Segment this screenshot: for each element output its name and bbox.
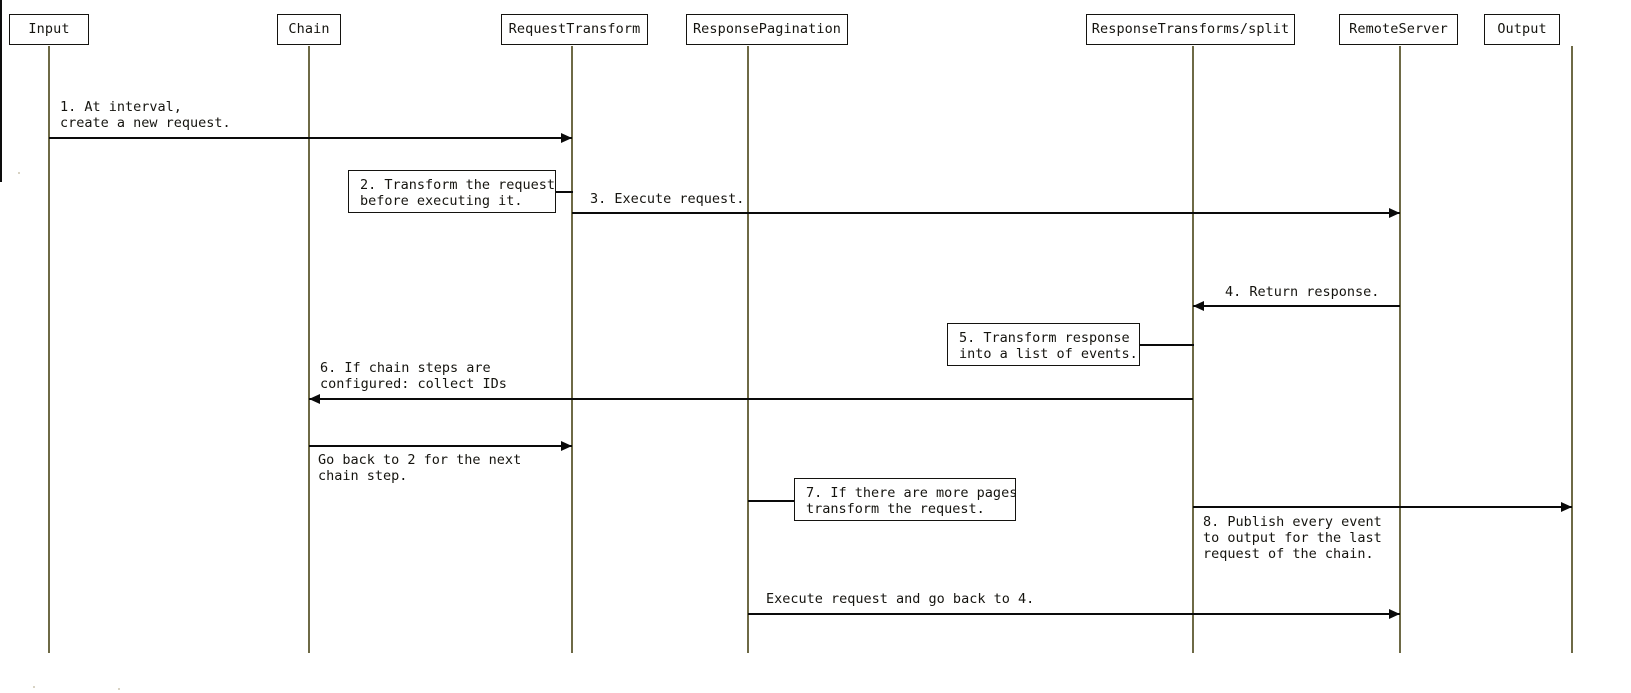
participant-label: RequestTransform bbox=[508, 20, 641, 37]
render-speck bbox=[33, 686, 35, 688]
participant-chain[interactable]: Chain bbox=[277, 14, 341, 45]
participant-input[interactable]: Input bbox=[9, 14, 89, 45]
participant-label: Input bbox=[28, 20, 70, 37]
lifeline-chain bbox=[308, 46, 310, 653]
message-label-m8: 8. Publish every event to output for the… bbox=[1203, 514, 1382, 562]
lifeline-response_pagination bbox=[747, 46, 749, 653]
participant-label: Chain bbox=[288, 20, 330, 37]
arrowhead-left-icon bbox=[309, 394, 320, 404]
arrowhead-right-icon bbox=[1389, 208, 1400, 218]
render-speck bbox=[118, 688, 120, 690]
lifeline-output bbox=[1571, 46, 1573, 653]
message-line-m4 bbox=[1193, 305, 1400, 307]
message-line-m1 bbox=[49, 137, 572, 139]
message-label-m3: 3. Execute request. bbox=[590, 191, 745, 207]
message-line-m_goback4 bbox=[748, 613, 1400, 615]
participant-remote_server[interactable]: RemoteServer bbox=[1339, 14, 1458, 45]
note-stem-n7 bbox=[748, 500, 795, 502]
arrowhead-right-icon bbox=[561, 441, 572, 451]
note-stem-n5 bbox=[1140, 344, 1194, 346]
note-n7[interactable]: 7. If there are more pages transform the… bbox=[794, 478, 1017, 521]
participant-label: ResponseTransforms/split bbox=[1091, 20, 1290, 37]
lifeline-response_transforms bbox=[1192, 46, 1194, 653]
participant-label: ResponsePagination bbox=[692, 20, 842, 37]
message-line-m6 bbox=[309, 398, 1193, 400]
page-left-edge-artifact bbox=[0, 0, 2, 182]
participant-output[interactable]: Output bbox=[1484, 14, 1560, 45]
message-line-m8 bbox=[1193, 506, 1572, 508]
note-stem-n2 bbox=[556, 191, 573, 193]
lifeline-request_transform bbox=[571, 46, 573, 653]
arrowhead-left-icon bbox=[1193, 301, 1204, 311]
arrowhead-right-icon bbox=[561, 133, 572, 143]
participant-label: RemoteServer bbox=[1349, 20, 1448, 37]
note-n5[interactable]: 5. Transform response into a list of eve… bbox=[947, 323, 1140, 366]
message-label-m4: 4. Return response. bbox=[1225, 284, 1380, 300]
participant-label: Output bbox=[1497, 20, 1547, 37]
message-label-m1: 1. At interval, create a new request. bbox=[60, 99, 231, 131]
message-line-m_goback2 bbox=[309, 445, 572, 447]
lifeline-remote_server bbox=[1399, 46, 1401, 653]
note-n2[interactable]: 2. Transform the request before executin… bbox=[348, 170, 556, 213]
participant-response_pagination[interactable]: ResponsePagination bbox=[686, 14, 848, 45]
lifeline-input bbox=[48, 46, 50, 653]
message-line-m3 bbox=[572, 212, 1400, 214]
message-label-m_goback2: Go back to 2 for the next chain step. bbox=[318, 452, 522, 484]
arrowhead-right-icon bbox=[1389, 609, 1400, 619]
render-speck bbox=[18, 172, 20, 174]
message-label-m_goback4: Execute request and go back to 4. bbox=[766, 591, 1035, 607]
message-label-m6: 6. If chain steps are configured: collec… bbox=[320, 360, 507, 392]
participant-response_transforms[interactable]: ResponseTransforms/split bbox=[1086, 14, 1295, 45]
participant-request_transform[interactable]: RequestTransform bbox=[501, 14, 648, 45]
arrowhead-right-icon bbox=[1561, 502, 1572, 512]
